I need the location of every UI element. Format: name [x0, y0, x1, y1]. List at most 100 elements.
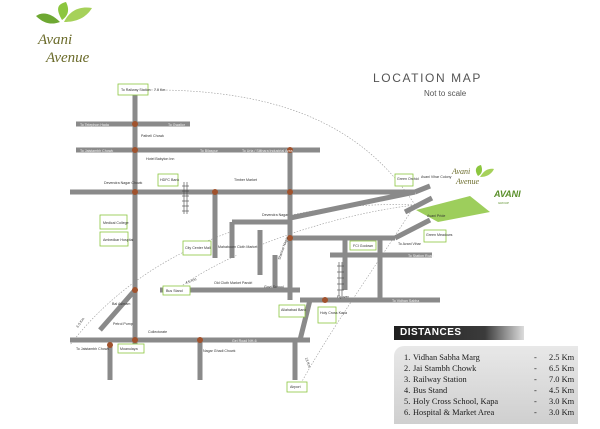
logo-line2: Avenue	[45, 50, 90, 66]
label-green-meadows: Green Meadows	[426, 233, 453, 237]
logo: Avani Avenue	[36, 2, 92, 66]
junction-dot	[287, 147, 293, 153]
junction-dot	[132, 287, 138, 293]
page-title: LOCATION MAP	[373, 71, 482, 85]
project-marker: Avani Avenue AVANI GROUP	[416, 165, 522, 222]
place-boxes	[99, 83, 447, 393]
label-vidhan-sabha: To Vidhan Sabha	[392, 299, 419, 303]
logo-line1: Avani	[37, 32, 72, 48]
label-jaistambh-top: To Jaistambh Chowk	[80, 149, 113, 153]
label-gei-road: Gei Road NH-6	[232, 339, 257, 343]
label-fci: FCI Godown	[353, 244, 373, 248]
label-devendra-chowk: Devendra Nagar Chowk	[104, 181, 143, 185]
place-box-holy-cross	[317, 306, 337, 324]
item-value: 2.5 Km	[549, 353, 575, 362]
place-box-ambedkar	[99, 231, 129, 247]
junction-dot	[132, 147, 138, 153]
item-dash: -	[534, 397, 537, 406]
label-city-center: City Center Mall	[185, 246, 211, 250]
place-box-medical	[99, 214, 128, 230]
item-value: 3.0 Km	[549, 397, 575, 406]
label-devendra-nagar: Devendra Nagar	[262, 213, 289, 217]
item-dash: -	[534, 386, 537, 395]
label-bilaspur: To Bilaspur	[200, 149, 219, 153]
label-urla: To Urla / Silthara Industrial Area	[242, 149, 293, 153]
junction-dot	[287, 189, 293, 195]
marker-line1: Avani	[451, 167, 470, 176]
list-item: 2. Jai Stambh Chowk - 6.5 Km	[404, 363, 578, 374]
label-gwalior: To Gwalior	[168, 123, 186, 127]
junction-dot	[107, 342, 113, 348]
label-dist-6-5km: 6.5 Km	[76, 317, 86, 329]
leaf-icon	[475, 165, 482, 176]
label-allahabad: Allahabad Bank	[281, 308, 306, 312]
junction-dot	[132, 189, 138, 195]
item-dash: -	[534, 375, 537, 384]
label-nagar-ghadi: Nagar Ghadi Chowk	[203, 349, 236, 353]
place-box-hdfc	[157, 173, 179, 187]
list-item: 3. Railway Station - 7.0 Km	[404, 374, 578, 385]
label-hdfc: HDFC Bank	[160, 178, 179, 182]
label-avani-pride: Avani Pride	[427, 214, 445, 218]
label-timber: Timber Market	[234, 178, 257, 182]
item-value: 7.0 Km	[549, 375, 575, 384]
junction-dots	[107, 121, 328, 348]
avani-badge-sub: GROUP	[498, 201, 509, 205]
list-item: 4. Bus Stand - 4.5 Km	[404, 385, 578, 396]
label-moandaya: Moanulaya	[120, 347, 138, 351]
junction-dot	[212, 189, 218, 195]
label-petrol: Petrol Pump	[113, 322, 133, 326]
label-govt-school: Govt School	[264, 285, 284, 289]
item-value: 3.0 Km	[549, 408, 575, 417]
item-name: Jai Stambh Chowk	[413, 364, 477, 373]
avani-badge-text: AVANI	[493, 189, 521, 199]
junction-dot	[132, 121, 138, 127]
leaf-icon	[58, 2, 69, 20]
item-name: Railway Station	[413, 375, 467, 384]
railway-tracks	[182, 182, 344, 296]
distances-header: DISTANCES	[394, 326, 524, 340]
distance-curves	[69, 89, 416, 386]
junction-dot	[287, 235, 293, 241]
label-ambedkar: Ambedkar Hospital	[103, 238, 134, 242]
item-name: Vidhan Sabha Marg	[413, 353, 480, 362]
label-station-road: To Station Road	[408, 254, 434, 258]
label-collectorate: Collectorate	[148, 330, 167, 334]
place-box-green-orchid	[394, 173, 414, 187]
place-box-airport	[286, 381, 308, 393]
label-babylon: Hotel Babylon Inn	[146, 157, 174, 161]
label-medical: Medical College	[103, 221, 129, 225]
label-dist-13km: 13 Km	[304, 357, 311, 368]
item-dash: -	[534, 364, 537, 373]
item-number: 1.	[404, 353, 411, 362]
road-inner-blocks	[217, 194, 288, 256]
list-item: 6. Hospital & Market Area - 3.0 Km	[404, 407, 578, 418]
item-value: 6.5 Km	[549, 364, 575, 373]
avani-badge	[488, 188, 522, 200]
place-box-moandaya	[117, 343, 145, 354]
label-green-orchid: Green Orchid	[397, 177, 419, 181]
label-avani-vihar-colony: Avani Vihar Colony	[421, 175, 452, 179]
leaf-icon	[480, 168, 494, 177]
item-dash: -	[534, 353, 537, 362]
place-box-green-meadows	[423, 229, 447, 243]
page-subtitle: Not to scale	[424, 89, 467, 98]
item-number: 4.	[404, 386, 411, 395]
place-box-bus-stand	[162, 285, 191, 296]
item-name: Bus Stand	[413, 386, 448, 395]
label-tel-hada: To Telephon Hada	[80, 123, 109, 127]
leaf-icon	[36, 13, 60, 24]
item-value: 4.5 Km	[549, 386, 575, 395]
marker-line2: Avenue	[455, 177, 480, 186]
item-name: Hospital & Market Area	[413, 408, 495, 417]
place-box-fci	[349, 240, 377, 251]
place-box-railway	[117, 83, 149, 96]
item-name: Holy Cross School, Kapa	[413, 397, 499, 406]
item-number: 5.	[404, 397, 411, 406]
distances-panel: 1. Vidhan Sabha Marg - 2.5 Km 2. Jai Sta…	[394, 346, 578, 424]
label-avani-vihar: To Avani Vihar	[398, 242, 422, 246]
label-dist-7km: 7.0 Km	[154, 88, 165, 92]
item-dash: -	[534, 408, 537, 417]
